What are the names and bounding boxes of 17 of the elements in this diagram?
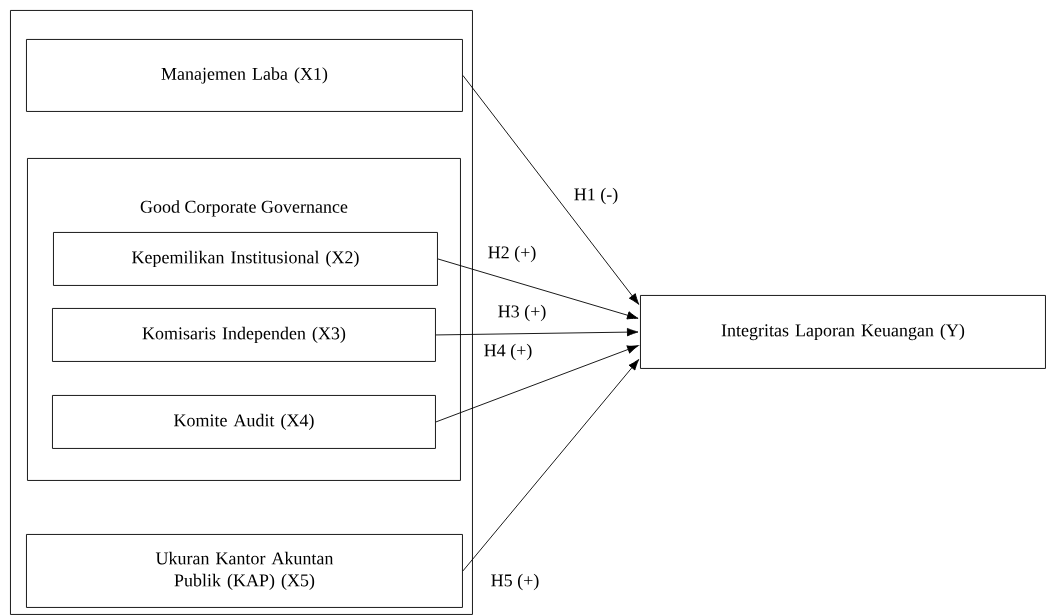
variable-box: Manajemen Laba (X1) (26, 39, 463, 112)
edge-label: H5 (+) (489, 572, 541, 592)
arrow (462, 75, 640, 305)
variable-box: Komisaris Independen (X3) (52, 308, 436, 362)
edge-label: H3 (+) (496, 303, 548, 323)
variable-box: Kepemilikan Institusional (X2) (53, 232, 438, 286)
arrow (435, 327, 639, 337)
variable-box: Komite Audit (X4) (52, 395, 436, 449)
arrow (435, 345, 639, 423)
outer-box (10, 10, 473, 615)
edge-label: H2 (+) (486, 244, 538, 264)
edge-label: H1 (-) (572, 186, 620, 206)
variable-box: Ukuran Kantor Akuntan Publik (KAP) (X5) (26, 534, 463, 608)
variable-box: Integritas Laporan Keuangan (Y) (640, 295, 1046, 369)
arrow (437, 258, 639, 320)
edge-label: H4 (+) (482, 342, 534, 362)
arrow (462, 359, 640, 572)
